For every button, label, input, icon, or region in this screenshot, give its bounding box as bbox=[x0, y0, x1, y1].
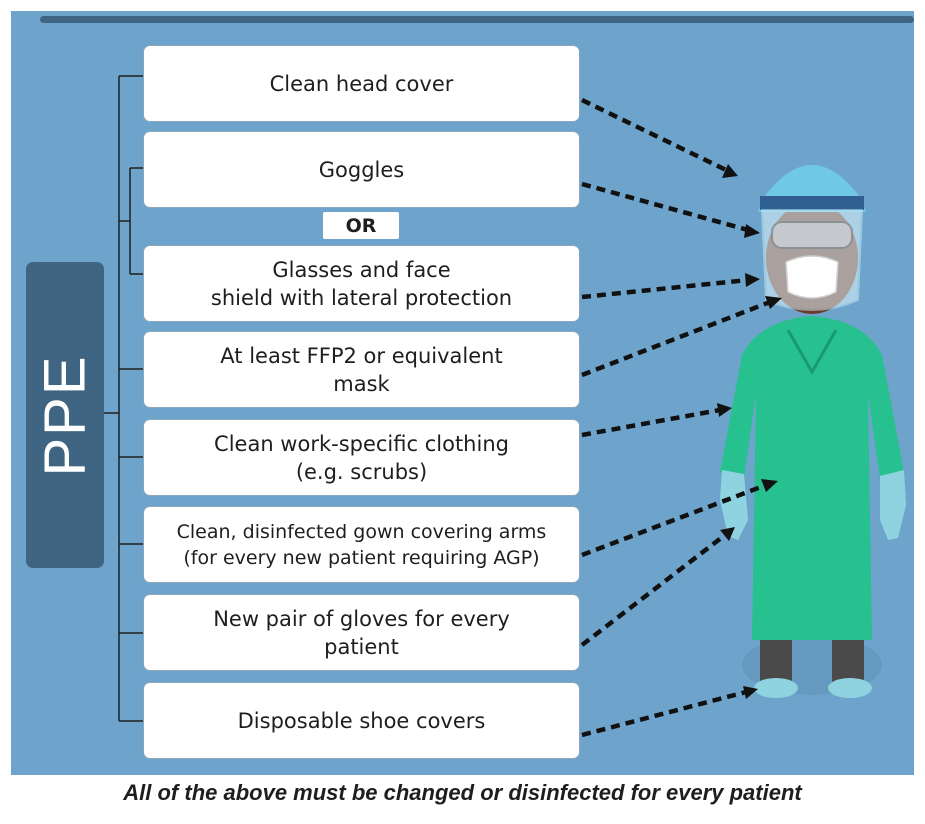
footer-note: All of the above must be changed or disi… bbox=[0, 780, 925, 806]
health-worker-figure bbox=[720, 165, 906, 698]
arrow-gloves bbox=[582, 535, 725, 645]
or-label: OR bbox=[323, 212, 399, 239]
item-label: Clean head cover bbox=[270, 70, 454, 98]
bracket-lines bbox=[104, 76, 143, 721]
item-label: Disposable shoe covers bbox=[238, 707, 486, 735]
item-box-goggles: Goggles bbox=[143, 131, 580, 208]
item-label: Clean work-specific clothing(e.g. scrubs… bbox=[214, 430, 509, 486]
right-shoe-cover bbox=[828, 678, 872, 698]
arrowhead-icon bbox=[744, 224, 760, 238]
arrowhead-icon bbox=[745, 273, 760, 287]
head-cover-band bbox=[760, 196, 864, 210]
arrow-face-shield bbox=[582, 280, 748, 297]
arrowhead-icon bbox=[722, 164, 738, 178]
item-box-head-cover: Clean head cover bbox=[143, 45, 580, 122]
goggles-icon bbox=[772, 222, 852, 248]
gown bbox=[720, 316, 904, 640]
arrow-head-cover bbox=[582, 100, 726, 170]
item-label: Clean, disinfected gown covering arms(fo… bbox=[177, 519, 547, 571]
arrow-clothing bbox=[582, 410, 720, 435]
item-box-gown: Clean, disinfected gown covering arms(fo… bbox=[143, 506, 580, 583]
item-label: Goggles bbox=[319, 156, 404, 184]
arrow-goggles bbox=[582, 184, 748, 230]
left-shoe-cover bbox=[754, 678, 798, 698]
right-glove bbox=[880, 470, 906, 540]
item-box-shoe-covers: Disposable shoe covers bbox=[143, 682, 580, 759]
item-box-clothing: Clean work-specific clothing(e.g. scrubs… bbox=[143, 419, 580, 496]
ffp2-mask bbox=[786, 256, 838, 298]
arrowhead-icon bbox=[717, 403, 732, 417]
arrow-shoe-covers bbox=[582, 692, 746, 735]
